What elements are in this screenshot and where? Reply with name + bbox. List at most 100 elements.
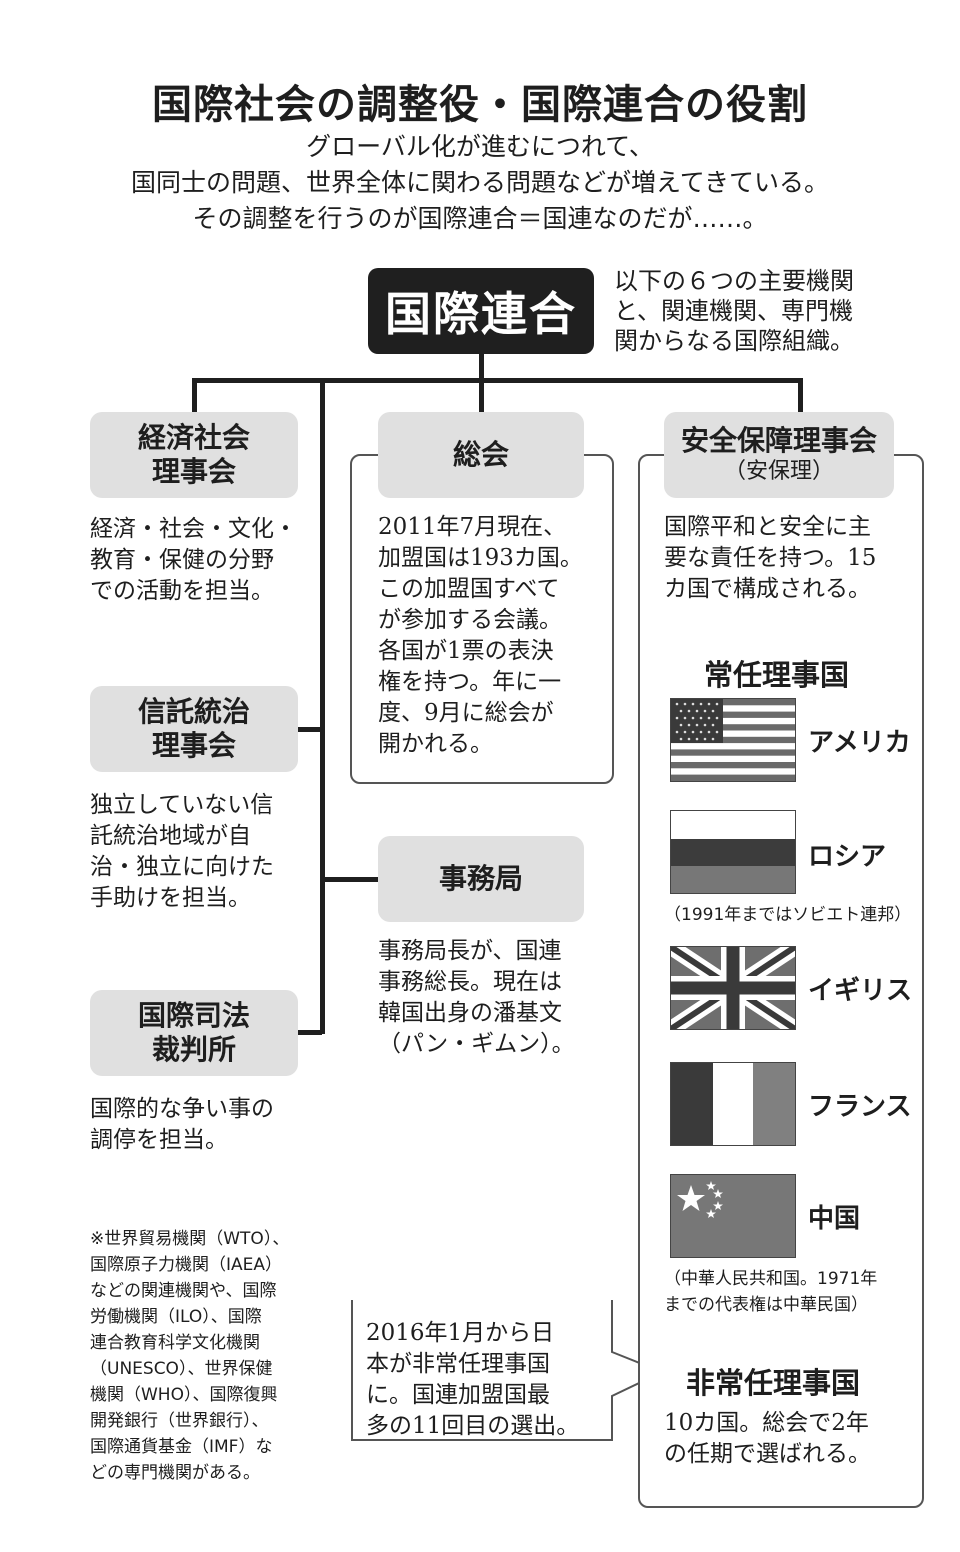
icj-name: 裁判所 (151, 1033, 236, 1066)
page-title: 国際社会の調整役・国際連合の役割 (152, 82, 808, 128)
desc-line: 独立していない信 (90, 792, 274, 818)
connector-line (798, 378, 803, 412)
connector-line (298, 727, 322, 732)
trusteeship-desc: 独立していない信 託統治地域が自 治・独立に向けた 手助けを担当。 (90, 790, 310, 914)
note-line: などの関連機関や、国際 (90, 1281, 277, 1301)
note-line: 国際通貨基金（IMF）な (90, 1437, 273, 1457)
desc-line: が参加する会議。 (378, 607, 562, 633)
japan-note-frame (351, 1300, 665, 1441)
ecosoc-name: 理事会 (151, 455, 236, 488)
note-line: 機関（WHO）、国際復興 (90, 1385, 278, 1405)
desc-line: 国際平和と安全に主 (664, 514, 871, 540)
desc-line: 託統治地域が自 (90, 823, 251, 849)
secretariat-desc: 事務局長が、国連 事務総長。現在は 韓国出身の潘基文 （パン・ギムン）。 (378, 936, 604, 1060)
security-council-desc: 国際平和と安全に主 要な責任を持つ。15 カ国で構成される。 (664, 512, 914, 605)
desc-line: 国際的な争い事の (90, 1096, 274, 1122)
un-note: 以下の６つの主要機関 と、関連機関、専門機 関からなる国際組織。 (614, 266, 884, 356)
desc-line: 手助けを担当。 (90, 885, 251, 911)
connector-line (320, 877, 378, 882)
note-line: どの専門機関がある。 (90, 1463, 260, 1483)
desc-line: 韓国出身の潘基文 (378, 1000, 562, 1026)
desc-line: 2016年1月から日 (366, 1320, 555, 1346)
trusteeship-name: 信託統治 (137, 695, 250, 728)
desc-line: 調停を担当。 (90, 1127, 228, 1153)
trusteeship-box: 信託統治 理事会 (90, 686, 298, 772)
secretariat-box: 事務局 (378, 836, 584, 922)
desc-line: 開かれる。 (378, 731, 493, 757)
nonpermanent-members-heading: 非常任理事国 (686, 1366, 861, 1400)
us-flag-icon (670, 698, 796, 782)
un-note-line: と、関連機関、専門機 (614, 297, 854, 325)
uk-flag-icon (670, 946, 796, 1030)
subtitle-line-2: 国同士の問題、世界全体に関わる問題などが増えてきている。 (130, 168, 829, 197)
russia-note: （1991年まではソビエト連邦） (664, 905, 912, 925)
icj-name: 国際司法 (137, 999, 250, 1032)
un-note-line: 関からなる国際組織。 (614, 327, 854, 355)
desc-line: 要な責任を持つ。15 (664, 545, 877, 571)
desc-line: に。国連加盟国最 (366, 1382, 550, 1408)
note-line: 国際原子力機関（IAEA） (90, 1255, 283, 1275)
desc-line: カ国で構成される。 (664, 576, 871, 602)
china-flag-icon (670, 1174, 796, 1258)
desc-line: 多の11回目の選出。 (366, 1413, 580, 1439)
desc-line: 本が非常任理事国 (366, 1351, 550, 1377)
japan-note: 2016年1月から日 本が非常任理事国 に。国連加盟国最 多の11回目の選出。 (366, 1318, 602, 1442)
note-line: （中華人民共和国。1971年 (664, 1269, 878, 1289)
desc-line: （パン・ギムン）。 (378, 1031, 575, 1057)
security-council-name: 安全保障理事会 (680, 424, 877, 457)
secretariat-name: 事務局 (438, 862, 523, 895)
member-name-usa: アメリカ (808, 728, 911, 758)
connector-line (479, 378, 484, 412)
member-name-china: 中国 (808, 1204, 861, 1234)
un-box: 国際連合 (368, 268, 594, 354)
connector-line (320, 378, 325, 1034)
note-line: 労働機関（ILO）、国際 (90, 1307, 262, 1327)
desc-line: 度、9月に総会が (378, 700, 554, 726)
desc-line: この加盟国すべて (378, 576, 560, 602)
general-assembly-desc: 2011年7月現在、 加盟国は193カ国。 この加盟国すべて が参加する会議。 … (378, 512, 604, 760)
member-name-france: フランス (808, 1092, 912, 1122)
desc-line: の任期で選ばれる。 (664, 1441, 871, 1467)
china-note: （中華人民共和国。1971年 までの代表権は中華民国） (664, 1266, 877, 1318)
un-label: 国際連合 (385, 287, 577, 341)
connector-line (298, 1030, 322, 1035)
member-name-russia: ロシア (808, 842, 887, 872)
desc-line: 10カ国。総会で2年 (664, 1410, 869, 1436)
desc-line: 経済・社会・文化・ (90, 516, 297, 542)
note-line: ※世界貿易機関（WTO）、 (90, 1229, 290, 1249)
desc-line: 事務総長。現在は (378, 969, 562, 995)
connector-line (192, 378, 197, 412)
un-note-line: 以下の６つの主要機関 (614, 267, 854, 295)
desc-line: 事務局長が、国連 (378, 938, 562, 964)
icj-desc: 国際的な争い事の 調停を担当。 (90, 1094, 310, 1156)
desc-line: 治・独立に向けた (90, 854, 274, 880)
general-assembly-frame (350, 454, 614, 784)
ecosoc-box: 経済社会 理事会 (90, 412, 298, 498)
desc-line: 権を持つ。年に一 (378, 669, 562, 695)
note-line: 連合教育科学文化機関 (90, 1333, 260, 1353)
connector-line (479, 354, 484, 380)
nonpermanent-desc: 10カ国。総会で2年 の任期で選ばれる。 (664, 1408, 914, 1470)
security-council-box: 安全保障理事会 （安保理） (664, 412, 894, 498)
trusteeship-name: 理事会 (151, 729, 236, 762)
desc-line: 教育・保健の分野 (90, 547, 274, 573)
general-assembly-name: 総会 (452, 438, 509, 471)
note-line: （UNESCO）、世界保健 (90, 1359, 273, 1379)
member-name-uk: イギリス (808, 976, 913, 1006)
note-line: 開発銀行（世界銀行）、 (90, 1411, 269, 1431)
subtitle-line-1: グローバル化が進むにつれて、 (306, 132, 654, 161)
security-council-abbr: （安保理） (723, 459, 834, 484)
russia-flag-icon (670, 810, 796, 894)
ecosoc-desc: 経済・社会・文化・ 教育・保健の分野 での活動を担当。 (90, 514, 310, 607)
agencies-note: ※世界貿易機関（WTO）、 国際原子力機関（IAEA） などの関連機関や、国際 … (90, 1226, 350, 1486)
permanent-members-heading: 常任理事国 (704, 658, 850, 692)
subtitle-line-3: その調整を行うのが国際連合＝国連なのだが……。 (192, 204, 768, 233)
icj-box: 国際司法 裁判所 (90, 990, 298, 1076)
general-assembly-box: 総会 (378, 412, 584, 498)
note-line: までの代表権は中華民国） (664, 1295, 868, 1315)
france-flag-icon (670, 1062, 796, 1146)
desc-line: 各国が1票の表決 (378, 638, 554, 664)
desc-line: での活動を担当。 (90, 578, 274, 604)
connector-line (192, 378, 802, 383)
desc-line: 2011年7月現在、 (378, 514, 567, 540)
